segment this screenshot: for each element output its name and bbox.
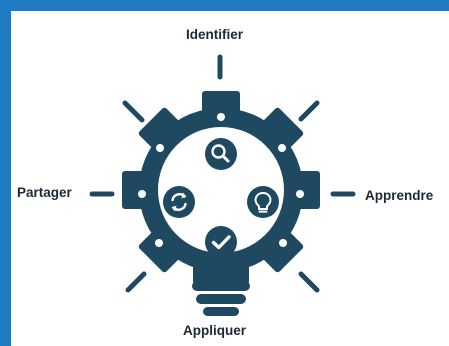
label-identifier: Identifier	[186, 27, 244, 42]
refresh-icon	[163, 186, 195, 218]
checkmark-icon	[205, 226, 237, 258]
gear-bulb-diagram	[89, 54, 356, 316]
bulb-base	[192, 261, 250, 316]
label-apprendre: Apprendre	[365, 188, 434, 203]
ray-bottom-right	[298, 271, 320, 293]
radiating-lines	[89, 54, 356, 293]
search-icon	[205, 138, 237, 170]
label-appliquer: Appliquer	[183, 323, 246, 338]
lightbulb-icon	[247, 186, 279, 218]
gear-inner-disc	[158, 127, 284, 253]
diagram-panel: Identifier Partager Apprendre Appliquer	[11, 11, 449, 346]
label-partager: Partager	[17, 185, 72, 200]
ray-top-left	[122, 100, 145, 123]
ray-bottom-left	[125, 271, 147, 293]
ray-top-right	[298, 100, 320, 122]
gear-holes	[138, 113, 304, 247]
